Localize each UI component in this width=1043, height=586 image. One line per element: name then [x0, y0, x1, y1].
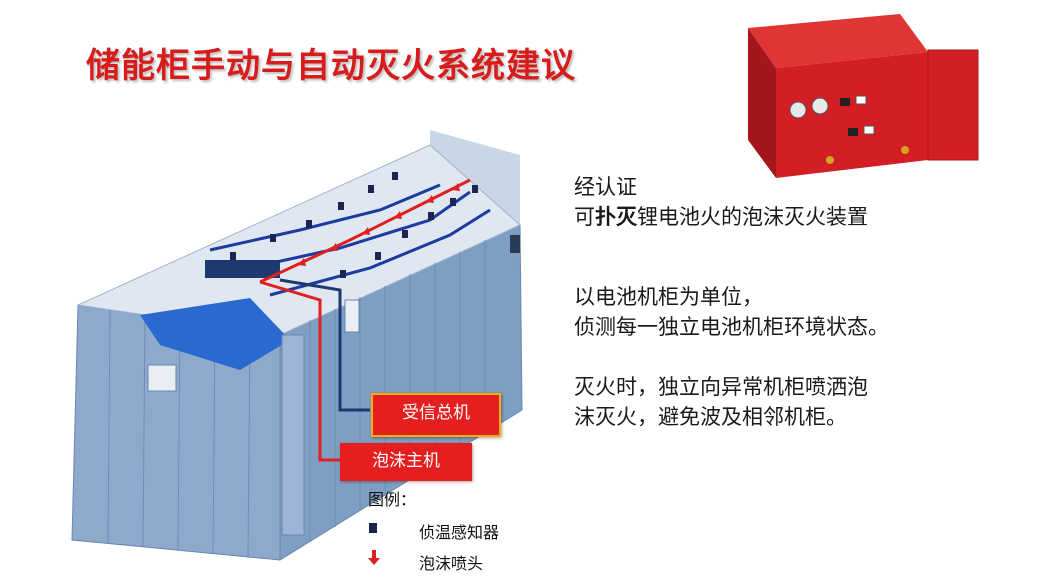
signal-line: [279, 278, 370, 412]
paragraph-line: 沫灭火，避免波及相邻机柜。: [574, 405, 847, 429]
paragraph-line: 侦测每一独立电池机柜环境状态。: [574, 315, 889, 339]
paragraph-detect: 以电池机柜为单位， 侦测每一独立电池机柜环境状态。: [574, 282, 889, 342]
duct: [205, 260, 280, 278]
paragraph-extinguish: 灭火时，独立向异常机柜喷洒泡 沫灭火，避免波及相邻机柜。: [574, 372, 868, 432]
receiver-host-label: 受信总机: [371, 393, 501, 437]
vent: [147, 364, 177, 392]
switch-icon: [840, 98, 850, 106]
valve-icon: [826, 156, 834, 164]
container-illustration: [71, 130, 523, 561]
device-side: [748, 28, 776, 178]
page-title: 储能柜手动与自动灭火系统建议: [86, 46, 576, 86]
container-door: [281, 334, 305, 536]
device-top: [748, 14, 928, 68]
legend-label: 侦温感知器: [419, 523, 500, 542]
foam-pipe-down: [259, 280, 340, 462]
temperature-sensor-icon: [368, 519, 398, 538]
foam-pipe: [259, 178, 471, 284]
valve-icon: [901, 146, 909, 154]
legend-label: 泡沫喷头: [419, 554, 484, 573]
pressure-gauge-icon: [811, 97, 829, 115]
paragraph-line: 以电池机柜为单位，: [574, 285, 763, 309]
switch-icon: [855, 95, 867, 105]
foam-nozzle-icon: [368, 550, 398, 570]
paragraph-line: 可扑灭锂电池火的泡沫灭火装置: [574, 205, 868, 229]
legend-item: 侦温感知器: [368, 519, 499, 542]
foam-device-illustration: [748, 14, 979, 178]
battery-equipment: [140, 298, 290, 370]
legend-item: 泡沫喷头: [368, 550, 483, 573]
foam-host-label: 泡沫主机: [340, 443, 472, 481]
paragraph-certified: 经认证 可扑灭锂电池火的泡沫灭火装置: [574, 172, 868, 232]
device-front: [776, 52, 928, 178]
legend-title: 图例：: [368, 490, 417, 509]
switch-icon: [863, 125, 875, 135]
door-handle: [510, 235, 520, 253]
device-tank: [927, 49, 979, 161]
switch-icon: [848, 128, 858, 136]
paragraph-line: 灭火时，独立向异常机柜喷洒泡: [574, 375, 868, 399]
vent: [344, 299, 360, 333]
pressure-gauge-icon: [789, 101, 807, 119]
paragraph-line: 经认证: [574, 175, 637, 199]
